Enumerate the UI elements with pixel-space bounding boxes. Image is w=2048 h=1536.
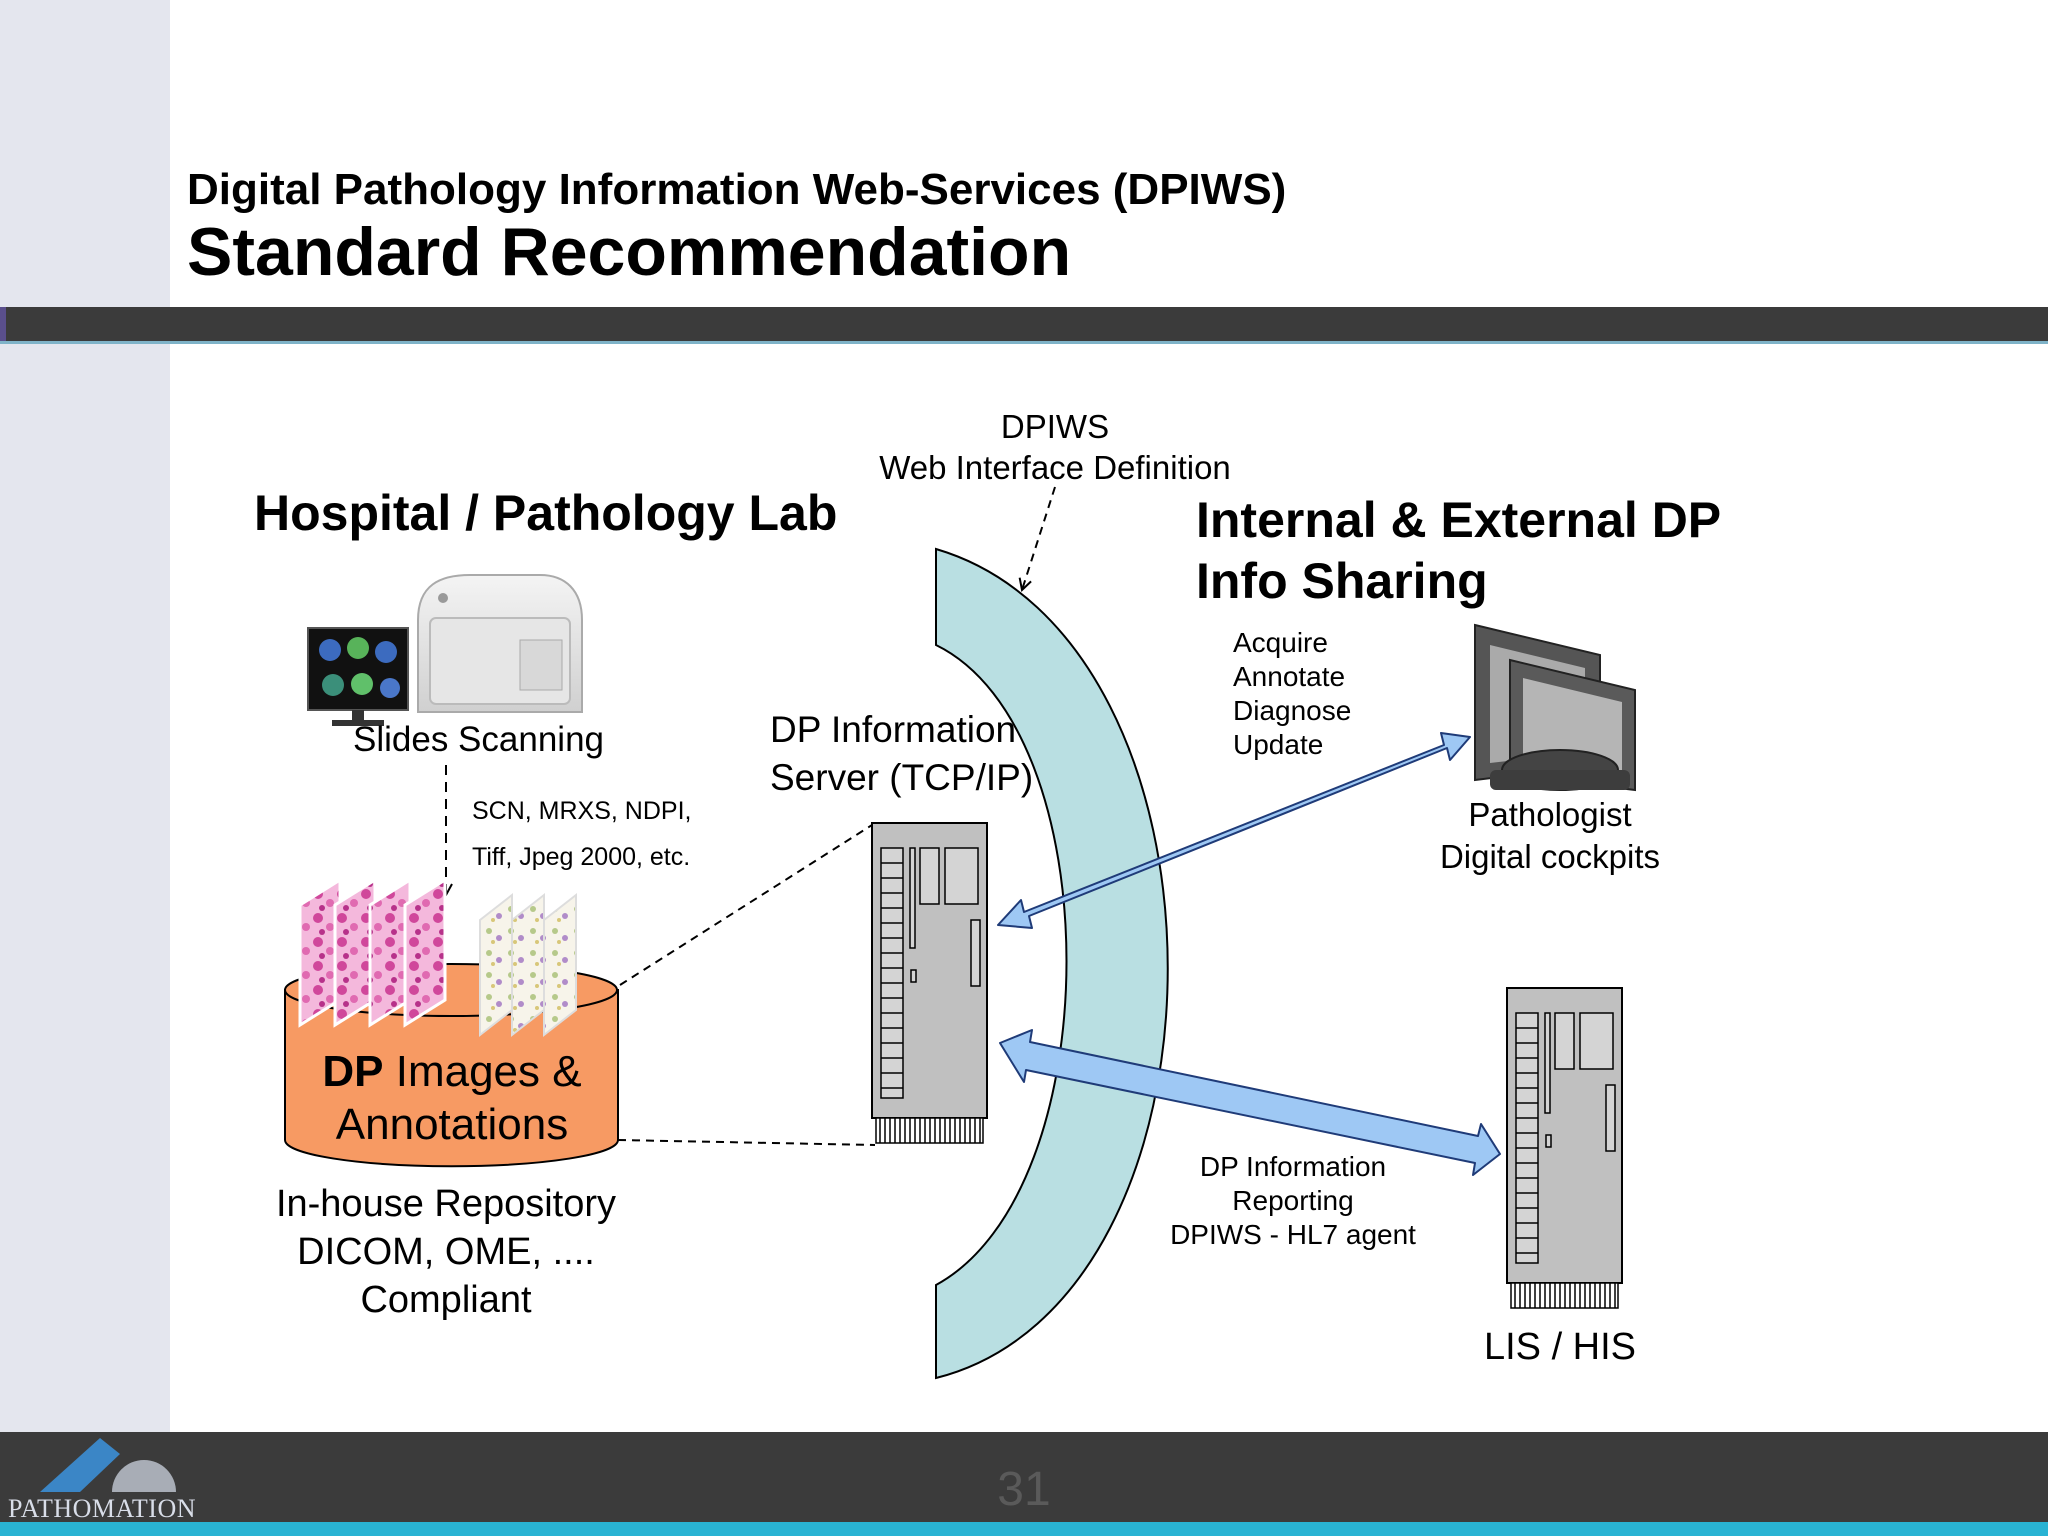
- lis-his-label: LIS / HIS: [1483, 1326, 1637, 1368]
- slide-subtitle: Digital Pathology Information Web-Servic…: [187, 165, 1287, 214]
- tissue-slides: [298, 877, 577, 1038]
- repo-server-link-top: [619, 824, 873, 986]
- scanner-label: Slides Scanning: [353, 720, 604, 759]
- hospital-heading: Hospital / Pathology Lab: [254, 485, 838, 541]
- footer-band: [0, 1432, 2048, 1522]
- interface-arc: [935, 547, 1169, 1380]
- pathomation-logo-icon: [40, 1438, 176, 1492]
- page-number: 31: [997, 1463, 1051, 1516]
- repository-title: DP Images & Annotations: [322, 1047, 582, 1149]
- interface-label: DPIWS Web Interface Definition: [879, 408, 1231, 486]
- repo-server-link-bottom: [617, 1139, 876, 1146]
- reporting-label: DP Information Reporting DPIWS - HL7 age…: [1170, 1151, 1416, 1250]
- actions-list: Acquire Annotate Diagnose Update: [1233, 627, 1352, 760]
- interface-pointer: [1022, 486, 1056, 590]
- server-label: DP Information Server (TCP/IP): [770, 709, 1034, 798]
- slide-title: Standard Recommendation: [187, 214, 1072, 290]
- file-formats-label: SCN, MRXS, NDPI, Tiff, Jpeg 2000, etc.: [472, 797, 692, 871]
- logo-text: PATHOMATION: [8, 1494, 197, 1523]
- dp-server-icon: [871, 822, 988, 1144]
- footer-accent-line: [0, 1522, 2048, 1536]
- scanner-illustration: [307, 574, 583, 726]
- cockpit-exchange-arrow: [997, 732, 1471, 929]
- lis-server-icon: [1506, 987, 1623, 1309]
- cockpit-label: Pathologist Digital cockpits: [1439, 796, 1661, 875]
- header-band: [0, 307, 2048, 341]
- header-underline: [0, 341, 2048, 344]
- left-margin-strip: [0, 0, 170, 1432]
- sharing-heading: Internal & External DP Info Sharing: [1196, 492, 1722, 609]
- reporting-exchange-arrow: [999, 1029, 1501, 1176]
- pathologist-monitors-icon: [1474, 623, 1636, 792]
- header-accent: [0, 307, 6, 341]
- repository-caption: In-house Repository DICOM, OME, .... Com…: [275, 1183, 617, 1321]
